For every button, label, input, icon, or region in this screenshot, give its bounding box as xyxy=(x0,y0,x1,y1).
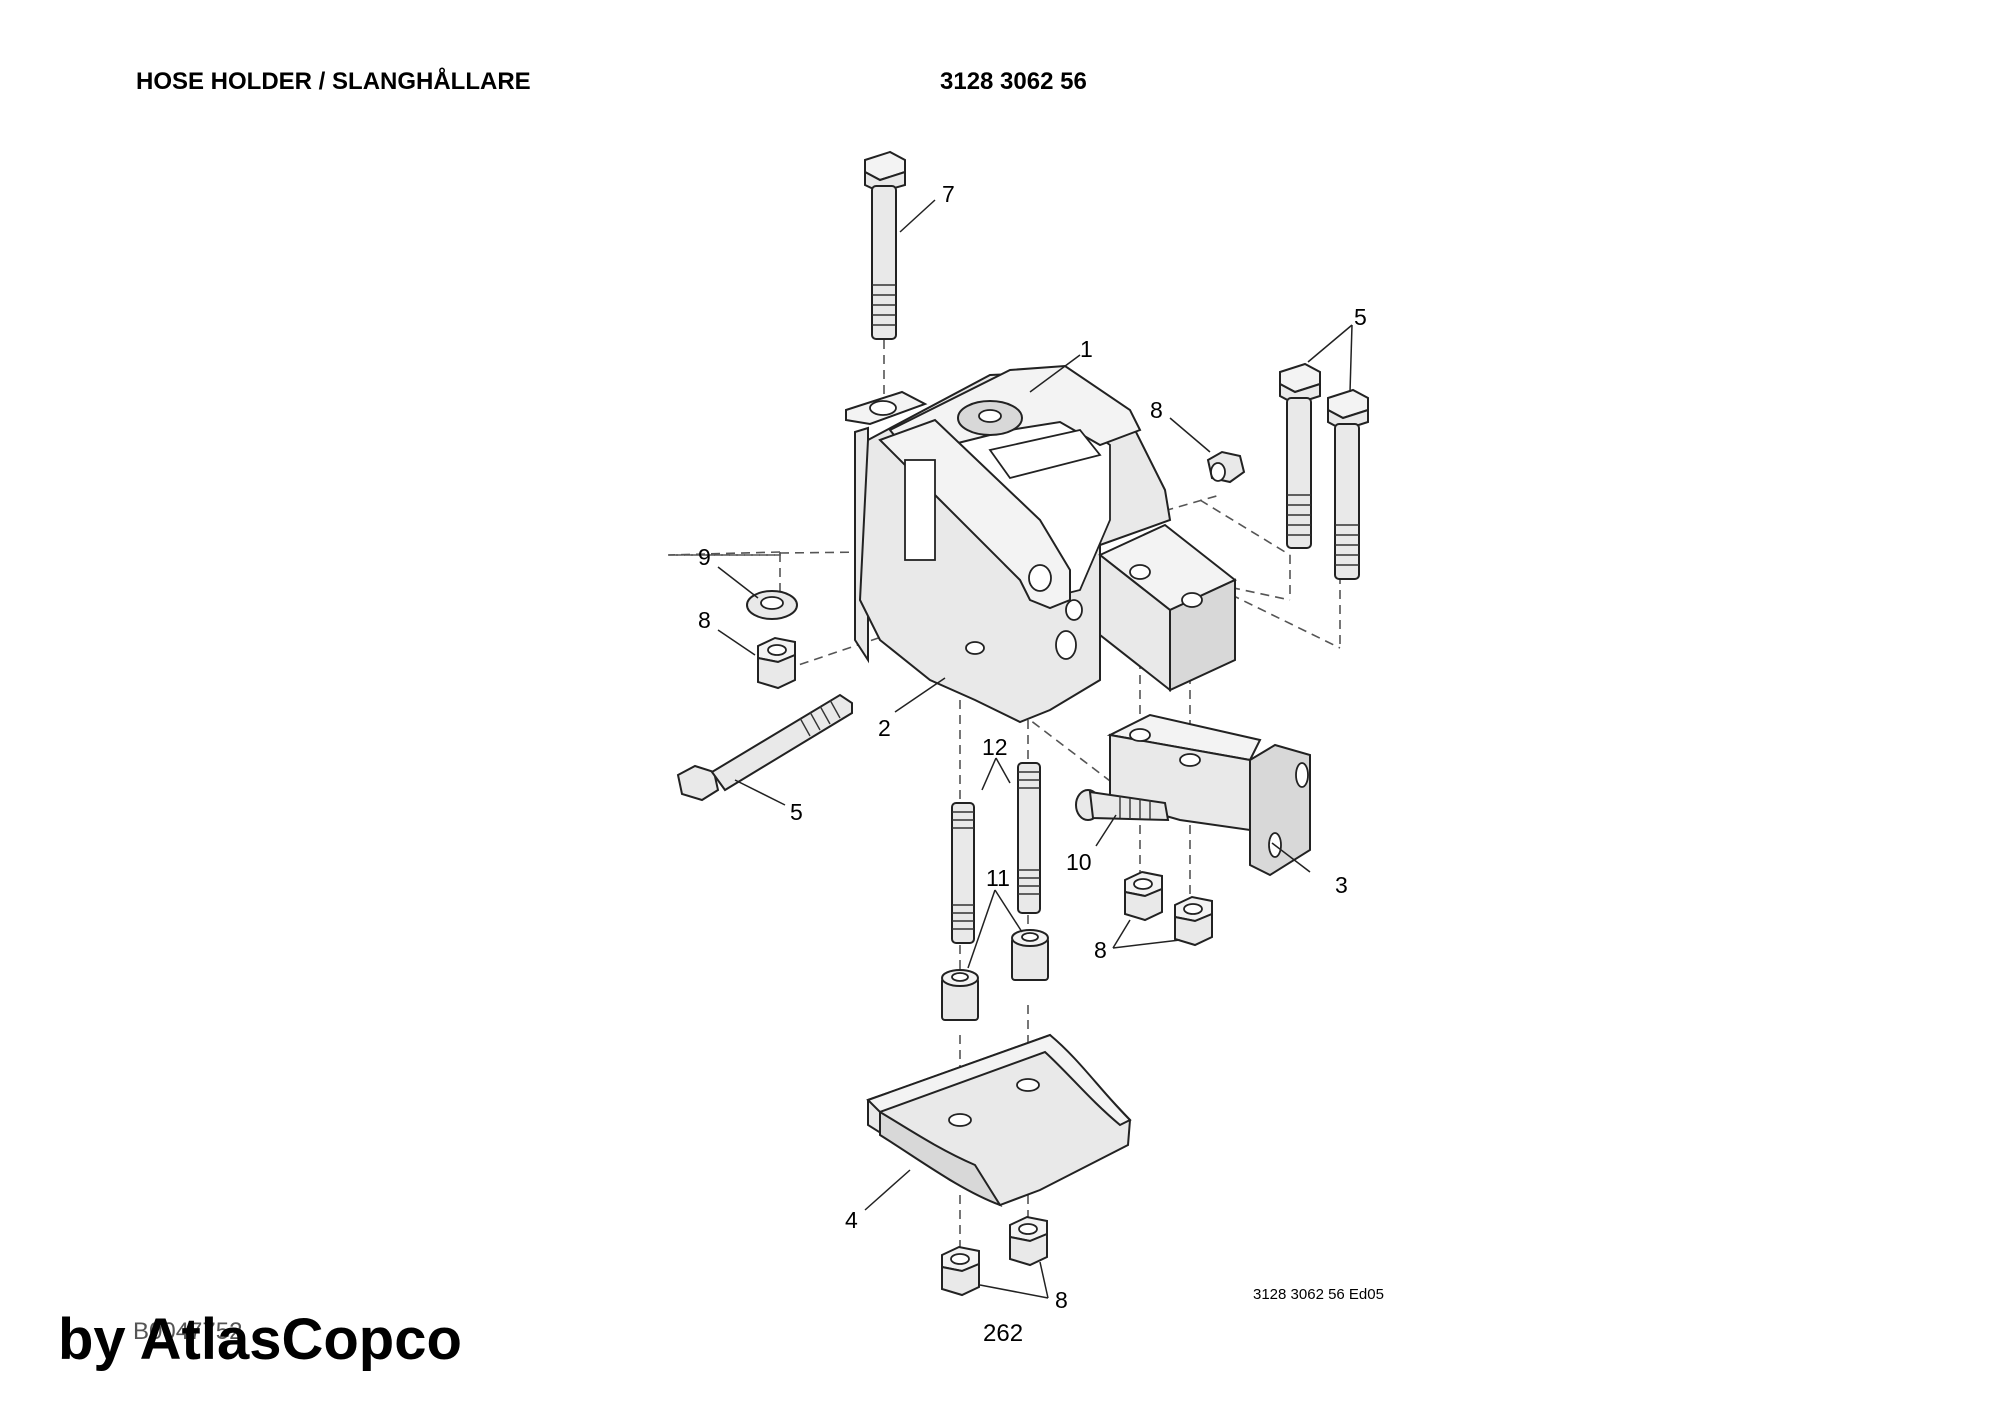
callout-8-bottom: 8 xyxy=(1055,1287,1068,1313)
bolt-part-5-left xyxy=(676,693,853,802)
callout-3: 3 xyxy=(1335,872,1348,898)
callout-2: 2 xyxy=(878,715,891,741)
nuts-part-8-mid xyxy=(1124,870,1213,947)
callout-8-top: 8 xyxy=(1150,397,1163,423)
nut-part-8-left xyxy=(757,636,796,690)
bolts-part-5-right xyxy=(1279,362,1369,580)
callout-7: 7 xyxy=(942,181,955,207)
callout-10: 10 xyxy=(1066,849,1092,875)
drawing-id: B0047752 xyxy=(133,1318,243,1345)
callout-11: 11 xyxy=(986,865,1010,891)
studs-part-12 xyxy=(951,762,1041,944)
callout-8-mid: 8 xyxy=(1094,937,1107,963)
callouts: 7 1 5 8 9 8 2 5 12 10 3 11 8 4 8 xyxy=(698,181,1367,1313)
screw-part-10 xyxy=(1075,789,1170,822)
callout-5-right: 5 xyxy=(1354,304,1367,330)
spacers-part-11 xyxy=(941,929,1049,1021)
washer-part-9 xyxy=(746,590,798,620)
page-number: 262 xyxy=(983,1320,1024,1347)
saddle-part-4 xyxy=(866,1033,1132,1207)
nuts-part-8-bottom xyxy=(941,1215,1048,1297)
callout-12: 12 xyxy=(982,734,1008,760)
side-block xyxy=(1098,523,1237,693)
callout-5-left: 5 xyxy=(790,799,803,825)
callout-9: 9 xyxy=(698,544,711,570)
edition-label: 3128 3062 56 Ed05 xyxy=(1253,1286,1384,1303)
callout-8-left: 8 xyxy=(698,607,711,633)
callout-1: 1 xyxy=(1080,336,1093,362)
holder-body-part-1-2 xyxy=(845,364,1172,724)
header-part-number: 3128 3062 56 xyxy=(940,68,1087,95)
nut-part-8-top xyxy=(1206,450,1246,484)
callout-4: 4 xyxy=(845,1207,858,1233)
bolt-part-7 xyxy=(864,150,906,340)
watermark: by AtlasCopco xyxy=(58,1307,462,1372)
leader-lines xyxy=(717,199,1353,1299)
clamp-part-3 xyxy=(1106,713,1311,877)
page-title: HOSE HOLDER / SLANGHÅLLARE xyxy=(136,68,531,95)
